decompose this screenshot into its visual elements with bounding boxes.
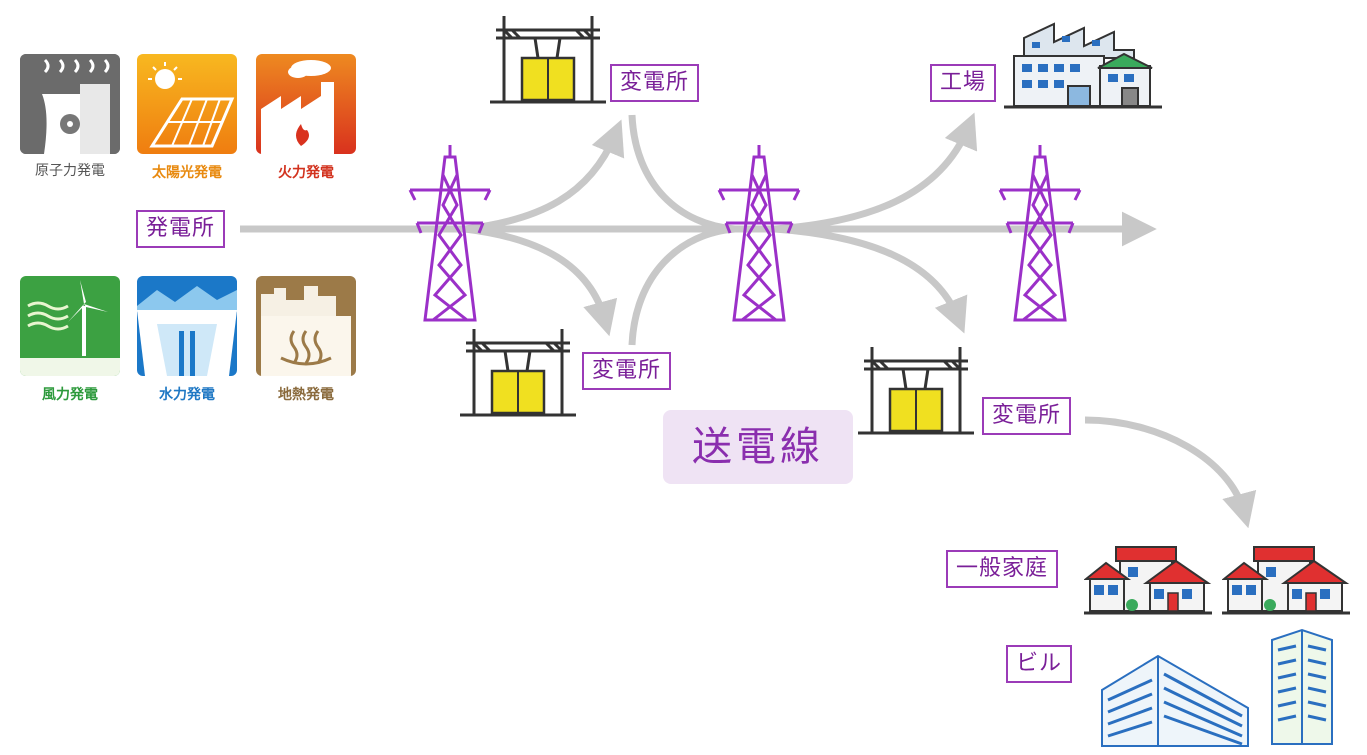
hydro-label: 水力発電 (159, 387, 215, 403)
buildings-label: ビル (1006, 645, 1073, 683)
wind-label: 風力発電 (42, 387, 98, 403)
hydro-tile (137, 276, 237, 376)
homes-label: 一般家庭 (946, 550, 1059, 588)
power-plant-label: 発電所 (136, 210, 226, 248)
transmission-tower-icon (408, 145, 492, 322)
house-icon (1084, 546, 1212, 615)
thermal-label: 火力発電 (278, 165, 334, 181)
wind-turbine-icon (20, 276, 120, 376)
office-tower-icon (1271, 628, 1333, 745)
nuclear-plant-icon (20, 54, 120, 154)
solar-label: 太陽光発電 (152, 165, 222, 181)
branch-down-arrow-2 (774, 225, 968, 334)
substation-bottom-label: 変電所 (582, 352, 672, 390)
substation-icon (490, 16, 606, 104)
office-building-icon (1101, 654, 1249, 747)
factory-label: 工場 (930, 64, 997, 102)
solar-panel-icon (137, 54, 237, 154)
transmission-tower-icon (998, 145, 1082, 322)
merge-from-bottom-substation (628, 225, 736, 346)
house-icon (1222, 546, 1350, 615)
transmission-tower-icon (717, 145, 801, 322)
solar-tile (137, 54, 237, 154)
factory-icon (1004, 22, 1162, 109)
branch-up-arrow-1 (464, 119, 625, 233)
nuclear-label: 原子力発電 (35, 163, 105, 179)
substation-icon (460, 329, 576, 417)
geothermal-icon (256, 276, 356, 376)
geothermal-label: 地熱発電 (278, 387, 334, 403)
to-homes-arrow (1084, 416, 1257, 529)
merge-from-top-substation (628, 114, 736, 233)
branch-down-arrow-1 (464, 225, 618, 337)
substation-top-label: 変電所 (610, 64, 700, 102)
thermal-tile (256, 54, 356, 154)
substation-right-label: 変電所 (982, 397, 1072, 435)
branch-up-arrow-2 (774, 112, 978, 233)
thermal-plant-icon (256, 54, 356, 154)
hydro-dam-icon (137, 276, 237, 376)
geothermal-tile (256, 276, 356, 376)
wind-tile (20, 276, 120, 376)
substation-icon (858, 347, 974, 435)
nuclear-tile (20, 54, 120, 154)
transmission-line-label: 送電線 (663, 410, 853, 484)
